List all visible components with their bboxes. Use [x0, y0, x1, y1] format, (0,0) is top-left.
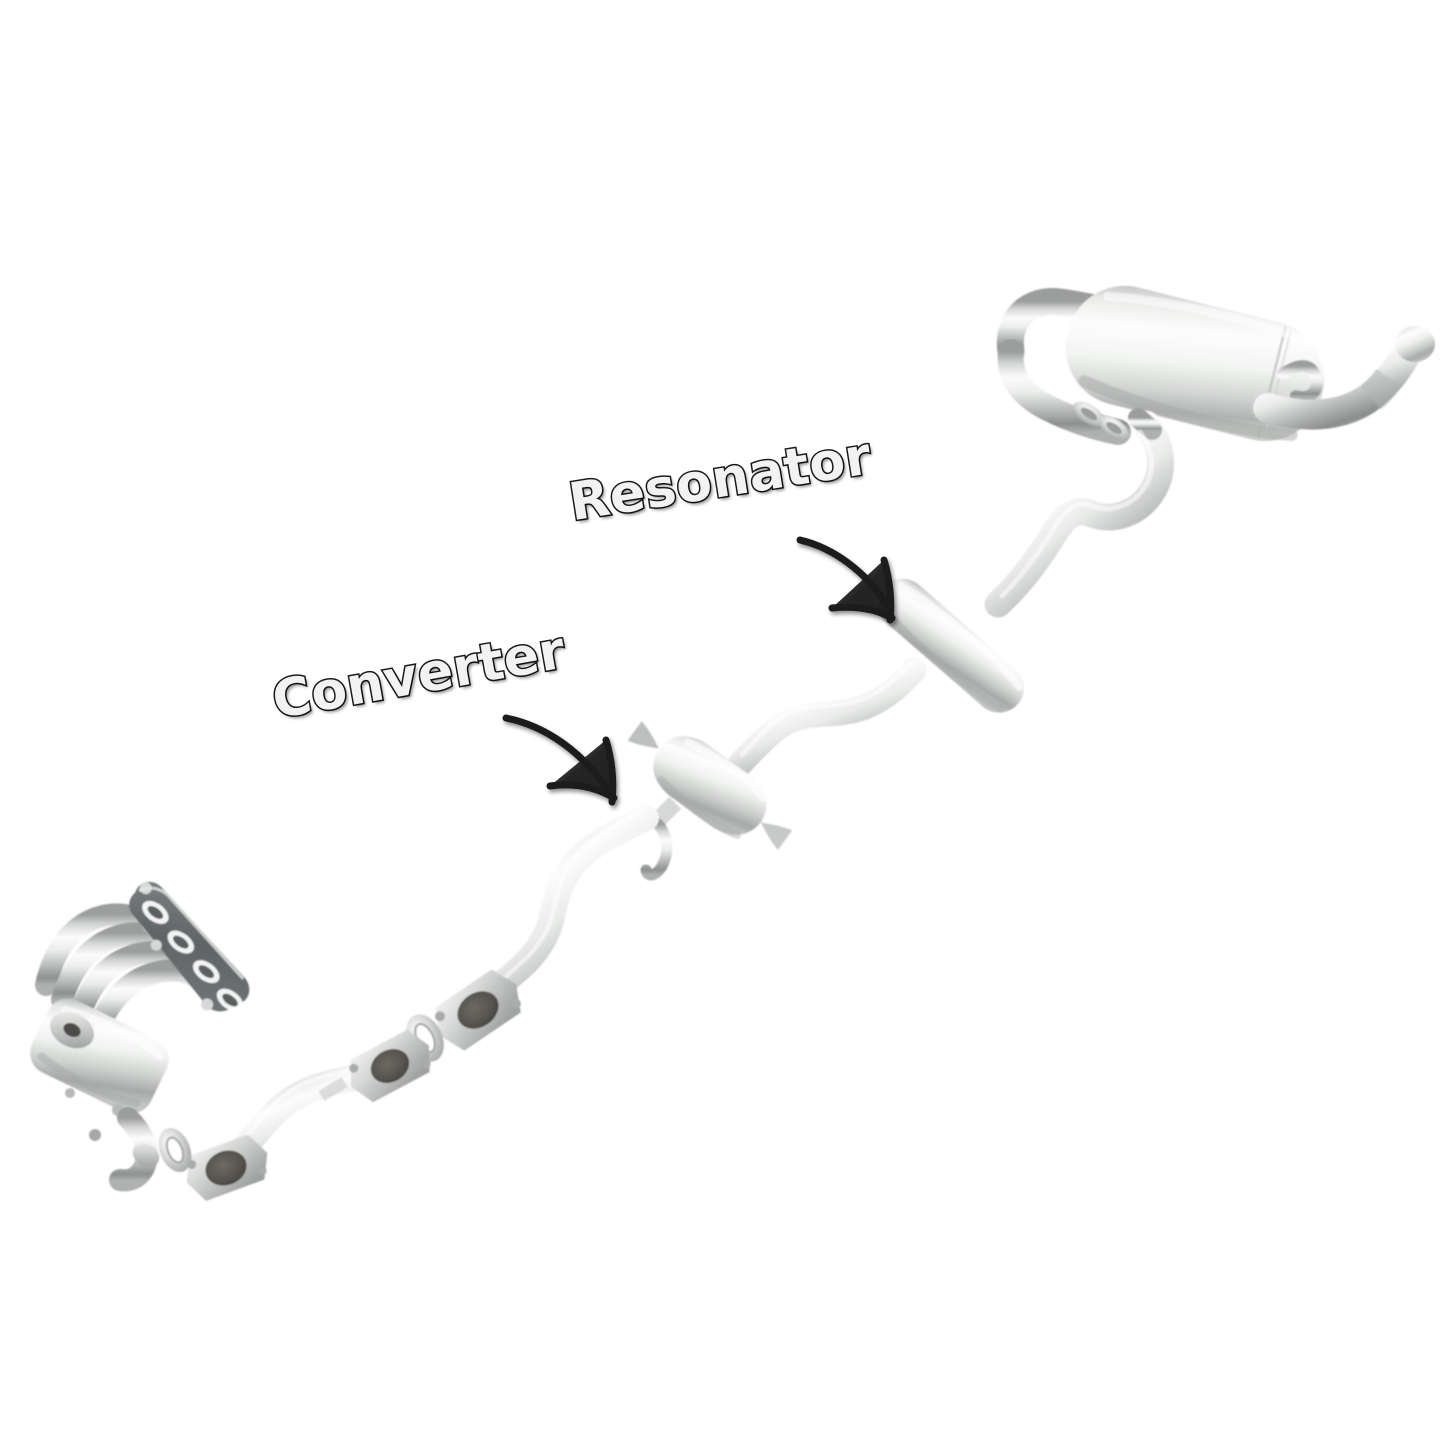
part-clamp-rings [1073, 401, 1129, 441]
arrow-resonator [796, 536, 896, 624]
part-hanger-bracket [640, 818, 673, 881]
part-intermediate-pipe [727, 657, 927, 777]
part-converter-downpipe [471, 805, 659, 1013]
part-flange-front-lower [186, 1134, 268, 1201]
part-catalytic-converter [627, 721, 793, 881]
part-muffler [996, 285, 1435, 445]
part-manifold-gasket [129, 881, 250, 1012]
part-flange-upper [435, 969, 521, 1051]
part-donut-gasket-lower [158, 1127, 192, 1173]
arrow-converter [502, 714, 618, 806]
part-mid-pipe [984, 408, 1175, 618]
part-flange-front-upper [349, 1029, 431, 1103]
